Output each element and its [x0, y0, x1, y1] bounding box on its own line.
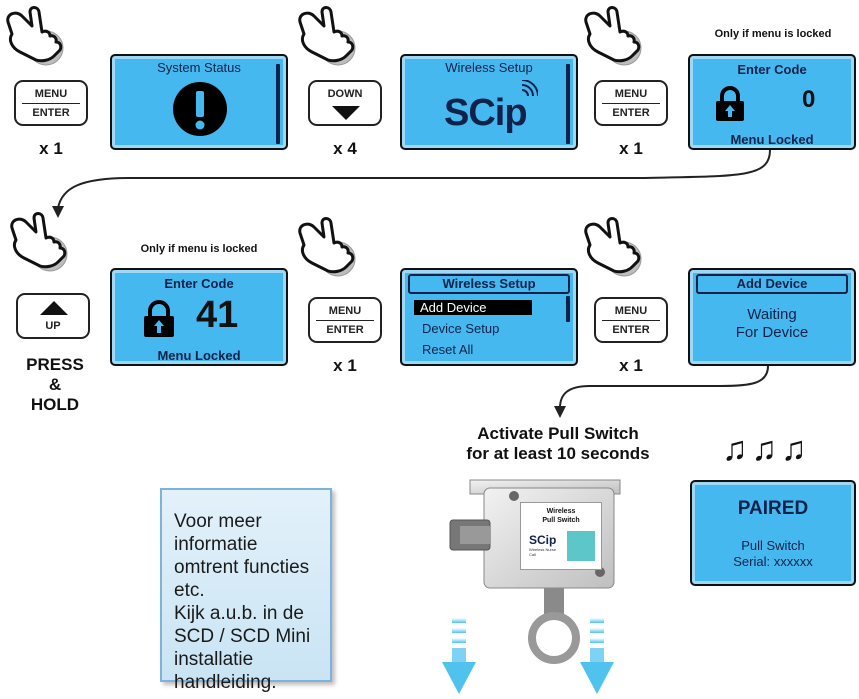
flow-arrow-icon [52, 149, 771, 218]
lock-icon [144, 300, 174, 337]
hold-text: HOLD [30, 395, 80, 414]
button-label: UP [45, 320, 61, 332]
flow-arrow-icon [554, 365, 769, 418]
press-count: x 4 [333, 139, 357, 158]
down-button[interactable]: DOWN [308, 80, 382, 126]
paired-serial: Serial: xxxxxx [733, 554, 813, 569]
info-line: SCD / SCD Mini [174, 626, 311, 647]
press-count: x 1 [333, 356, 357, 375]
press-count: x 1 [619, 139, 643, 158]
press-count: x 1 [619, 356, 643, 375]
screen-system-status: System Status [110, 54, 288, 150]
menu-enter-button[interactable]: MENU ENTER [594, 80, 668, 126]
button-label-top: MENU [614, 305, 648, 317]
screen-wireless-menu: Wireless Setup Add Device Device Setup R… [400, 268, 578, 366]
press-hand-icon [10, 212, 69, 273]
code-value: 0 [802, 86, 816, 113]
screen-wireless-setup: Wireless Setup SCip [400, 54, 578, 150]
menu-item-reset-all[interactable]: Reset All [422, 342, 474, 357]
menu-locked-label: Menu Locked [157, 348, 241, 363]
press-hand-icon [6, 6, 65, 67]
up-arrow-icon [40, 301, 68, 315]
activate-line1: Activate Pull Switch [477, 424, 639, 443]
activate-line2: for at least 10 seconds [466, 444, 650, 463]
menu-item-device-setup[interactable]: Device Setup [422, 321, 500, 336]
button-label-top: MENU [614, 88, 648, 100]
locked-note: Only if menu is locked [140, 243, 258, 255]
and-text: & [48, 375, 62, 394]
button-label-bottom: ENTER [612, 324, 650, 336]
button-label: DOWN [327, 88, 363, 100]
screen-paired: PAIRED Pull Switch Serial: xxxxxx [690, 480, 856, 586]
info-box: Voor meer informatie omtrent functies et… [160, 488, 332, 693]
paired-title: PAIRED [737, 498, 809, 519]
button-label-bottom: ENTER [326, 324, 364, 336]
lock-icon [716, 86, 744, 121]
press-text: PRESS [26, 355, 84, 374]
activate-instruction: Activate Pull Switch for at least 10 sec… [438, 424, 678, 464]
menu-enter-button[interactable]: MENU ENTER [308, 297, 382, 343]
button-label-bottom: ENTER [612, 107, 650, 119]
press-hand-icon [584, 6, 643, 67]
scip-logo: SCip [444, 92, 528, 134]
device-label: Wireless Pull Switch SCip Wireless Nurse… [520, 502, 602, 570]
screen-title: Wireless Setup [445, 60, 533, 75]
press-hand-icon [298, 217, 357, 278]
locked-note: Only if menu is locked [714, 28, 832, 40]
info-line: Kijk a.u.b. in de [174, 603, 304, 624]
press-hand-icon [298, 6, 357, 67]
pull-switch-device: Wireless Pull Switch SCip Wireless Nurse… [440, 468, 630, 698]
button-label-bottom: ENTER [32, 107, 70, 119]
exclamation-icon [173, 82, 227, 136]
device-logo-sub: Wireless Nurse Call [529, 547, 557, 557]
screen-title: Enter Code [164, 276, 234, 291]
menu-item-add-device[interactable]: Add Device [414, 300, 532, 315]
screen-enter-code: Enter Code 0 Menu Locked [688, 54, 856, 150]
code-value: 41 [196, 294, 239, 336]
menu-locked-label: Menu Locked [730, 132, 814, 147]
press-count: x 1 [39, 139, 63, 158]
button-label-top: MENU [328, 305, 362, 317]
menu-enter-button[interactable]: MENU ENTER [14, 80, 88, 126]
press-hand-icon [584, 217, 643, 278]
device-label-line1: Wireless [546, 508, 576, 515]
wireless-signal-icon [521, 80, 538, 97]
menu-title: Wireless Setup [408, 274, 570, 294]
info-line: Voor meer informatie [174, 511, 262, 555]
menu-enter-button[interactable]: MENU ENTER [594, 297, 668, 343]
screen-title: System Status [157, 60, 241, 75]
device-label-line2: Pull Switch [542, 517, 580, 524]
screen-add-device: Add Device Waiting For Device [688, 268, 856, 366]
device-sticker [567, 531, 595, 561]
for-device-text: For Device [735, 324, 809, 341]
info-line: omtrent functies etc. [174, 557, 310, 601]
pull-switch-icon [442, 479, 621, 694]
paired-device-name: Pull Switch [741, 538, 805, 553]
screen-title: Enter Code [737, 62, 807, 77]
music-notes-icon: ♫♫♫ [722, 430, 811, 468]
down-arrow-icon [332, 106, 360, 120]
screen-enter-code: Enter Code 41 Menu Locked [110, 268, 288, 366]
up-button[interactable]: UP [16, 293, 90, 339]
menu-title: Add Device [696, 274, 848, 294]
info-line: installatie handleiding. [174, 649, 277, 693]
button-label-top: MENU [34, 88, 68, 100]
device-logo: SCip [529, 533, 557, 547]
waiting-text: Waiting [747, 306, 797, 323]
press-hold-label: PRESS & HOLD [10, 355, 100, 415]
